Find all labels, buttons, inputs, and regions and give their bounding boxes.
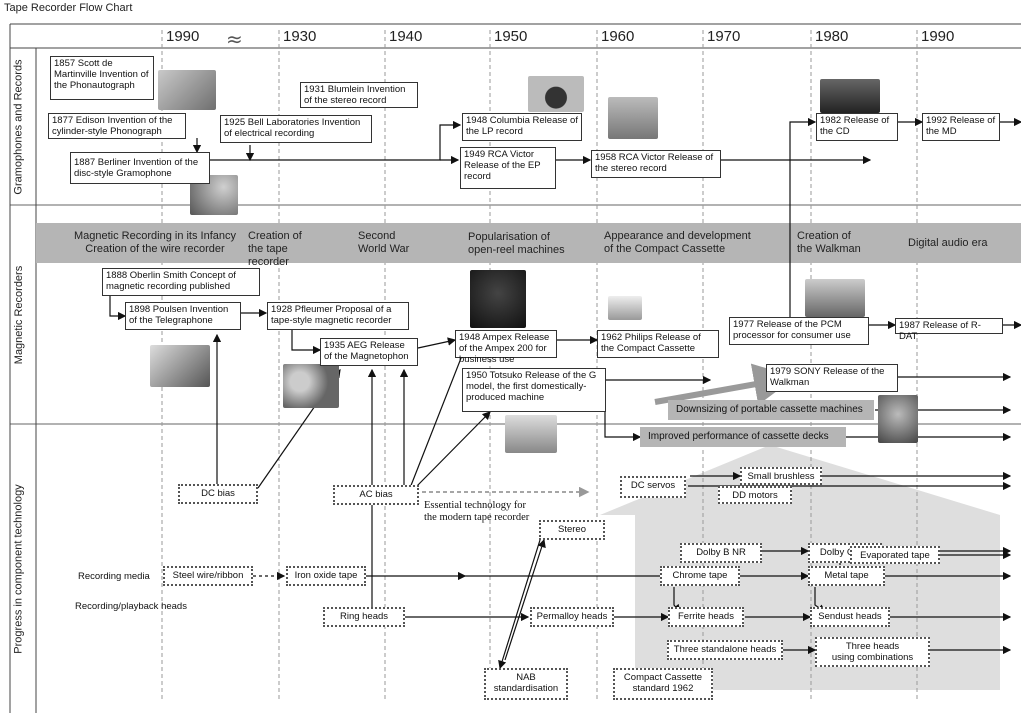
trend-downsizing: Downsizing of portable cassette machines [668, 400, 874, 420]
dolby-b-box: Dolby B NR [680, 543, 762, 563]
event-box: 1928 Pfleumer Proposal of a tape-style m… [267, 302, 409, 330]
telegraphone-photo [150, 345, 210, 387]
recording-media-label: Recording media [78, 571, 150, 582]
row-label-magnetic: Magnetic Recorders [13, 265, 25, 364]
event-box: 1962 Philips Release of the Compact Cass… [597, 330, 719, 358]
magnetophon-photo [283, 364, 339, 408]
lp-record-photo [528, 76, 584, 112]
iron-oxide-box: Iron oxide tape [286, 566, 366, 586]
event-box: 1979 SONY Release of the Walkman [766, 364, 898, 392]
three-heads-combined-box: Three heads using combinations [815, 637, 930, 667]
event-box: 1948 Columbia Release of the LP record [462, 113, 582, 141]
ferrite-heads-box: Ferrite heads [668, 607, 744, 627]
evaporated-tape-box: Evaporated tape [850, 546, 940, 564]
g-model-photo [505, 415, 557, 453]
event-box: 1992 Release of the MD [922, 113, 1000, 141]
year-label: 1950 [494, 28, 528, 45]
era-label: Appearance and development of the Compac… [604, 230, 751, 255]
event-box: 1958 RCA Victor Release of the stereo re… [591, 150, 721, 178]
ring-heads-box: Ring heads [323, 607, 405, 627]
page-title: Tape Recorder Flow Chart [4, 2, 133, 14]
event-box: 1935 AEG Release of the Magnetophon [320, 338, 418, 366]
phonautograph-photo [158, 70, 216, 110]
event-box: 1931 Blumlein Invention of the stereo re… [300, 82, 418, 108]
event-box: 1948 Ampex Release of the Ampex 200 for … [455, 330, 557, 365]
event-box: 1982 Release of the CD [816, 113, 898, 141]
row-label-gramophones: Gramophones and Records [13, 58, 26, 195]
event-box: 1950 Totsuko Release of the G model, the… [462, 368, 606, 412]
event-box: 1877 Edison Invention of the cylinder-st… [48, 113, 186, 139]
year-label: 1990 [921, 28, 955, 45]
axis-break-mark: ≈ [226, 27, 243, 51]
year-label: 1990 [166, 28, 200, 45]
event-box: 1949 RCA Victor Release of the EP record [460, 147, 556, 189]
ampex-photo [470, 270, 526, 328]
event-box: 1857 Scott de Martinville Invention of t… [50, 56, 154, 100]
stereo-box: Stereo [539, 520, 605, 540]
dd-motors-box: DD motors [718, 486, 792, 504]
event-box: 1888 Oberlin Smith Concept of magnetic r… [102, 268, 260, 296]
house-shape [600, 445, 1000, 690]
year-label: 1940 [389, 28, 423, 45]
era-label: Creation of the Walkman [797, 230, 861, 255]
year-label: 1970 [707, 28, 741, 45]
stereo-player-photo [608, 97, 658, 139]
metal-tape-box: Metal tape [808, 566, 885, 586]
era-label: Second World War [358, 230, 410, 255]
permalloy-heads-box: Permalloy heads [530, 607, 614, 627]
essential-technology-note: Essential technology for the modern tape… [424, 500, 530, 523]
dc-servos-box: DC servos [620, 476, 686, 498]
small-brushless-box: Small brushless [740, 467, 822, 485]
chrome-tape-box: Chrome tape [660, 566, 740, 586]
compact-cassette-standard-box: Compact Cassette standard 1962 [613, 668, 713, 700]
cd-player-photo [820, 79, 880, 113]
event-box: 1887 Berliner Invention of the disc-styl… [70, 152, 210, 184]
era-label: Digital audio era [908, 237, 988, 249]
event-box: 1987 Release of R-DAT [895, 318, 1003, 342]
playback-heads-label: Recording/playback heads [75, 601, 187, 612]
event-box: 1925 Bell Laboratories Invention of elec… [220, 115, 372, 143]
three-standalone-heads-box: Three standalone heads [667, 640, 783, 660]
sendust-heads-box: Sendust heads [810, 607, 890, 627]
dc-bias-box: DC bias [178, 484, 258, 504]
cassette-photo [608, 296, 642, 320]
event-box: 1898 Poulsen Invention of the Telegrapho… [125, 302, 241, 330]
event-box: 1977 Release of the PCM processor for co… [729, 317, 869, 345]
pcm-processor-photo [805, 279, 865, 317]
era-label: Magnetic Recording in its Infancy Creati… [73, 230, 237, 255]
year-label: 1980 [815, 28, 849, 45]
era-label: Popularisation of open-reel machines [468, 231, 565, 256]
steel-wire-box: Steel wire/ribbon [163, 566, 253, 586]
trend-deck-performance: Improved performance of cassette decks [640, 427, 846, 447]
era-label: Creation of the tape recorder [248, 230, 302, 268]
ac-bias-box: AC bias [333, 485, 419, 505]
year-label: 1960 [601, 28, 635, 45]
year-label: 1930 [283, 28, 317, 45]
walkman-photo [878, 395, 918, 443]
row-label-components: Progress in component technology [13, 483, 26, 654]
nab-standardisation-box: NAB standardisation [484, 668, 568, 700]
